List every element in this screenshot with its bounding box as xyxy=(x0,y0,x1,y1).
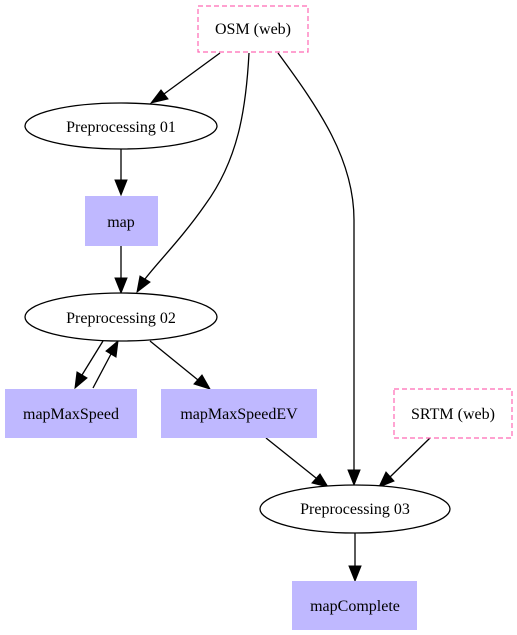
node-mapmaxspeed-label: mapMaxSpeed xyxy=(23,406,119,423)
edge-preprocessing-02-to-mapmaxspeedev xyxy=(149,340,212,390)
node-preprocessing-01[interactable]: Preprocessing 01 xyxy=(24,102,218,150)
node-preprocessing-03-label: Preprocessing 03 xyxy=(300,501,410,518)
node-mapmaxspeedev[interactable]: mapMaxSpeedEV xyxy=(161,389,317,438)
edges xyxy=(74,52,431,583)
node-srtm-web[interactable]: SRTM (web) xyxy=(393,388,513,439)
edge-osm-to-preprocessing-02 xyxy=(136,52,250,294)
node-preprocessing-01-label: Preprocessing 01 xyxy=(66,119,176,136)
edge-srtm-to-preprocessing-03 xyxy=(378,437,431,488)
node-srtm-web-label: SRTM (web) xyxy=(411,406,495,423)
node-mapcomplete-label: mapComplete xyxy=(310,598,400,615)
edge-preprocessing-02-to-mapmaxspeed xyxy=(74,340,104,390)
node-preprocessing-02-label: Preprocessing 02 xyxy=(66,310,176,327)
edge-osm-to-preprocessing-01 xyxy=(149,52,221,104)
node-osm-web-label: OSM (web) xyxy=(215,21,291,38)
node-preprocessing-02[interactable]: Preprocessing 02 xyxy=(24,292,218,342)
edge-preprocessing-01-to-map xyxy=(114,149,128,197)
node-map-label: map xyxy=(107,214,135,231)
node-map[interactable]: map xyxy=(85,196,158,246)
edge-mapmaxspeed-to-preprocessing-02 xyxy=(92,339,119,389)
edge-osm-to-preprocessing-03 xyxy=(277,52,361,487)
node-osm-web[interactable]: OSM (web) xyxy=(197,5,309,53)
node-preprocessing-03[interactable]: Preprocessing 03 xyxy=(259,484,451,534)
node-mapmaxspeed[interactable]: mapMaxSpeed xyxy=(5,389,137,438)
node-mapcomplete[interactable]: mapComplete xyxy=(292,581,417,630)
edge-mapmaxspeedev-to-preprocessing-03 xyxy=(265,437,330,488)
node-mapmaxspeedev-label: mapMaxSpeedEV xyxy=(180,406,298,423)
edge-map-to-preprocessing-02 xyxy=(114,246,128,295)
edge-preprocessing-03-to-mapcomplete xyxy=(348,533,362,583)
